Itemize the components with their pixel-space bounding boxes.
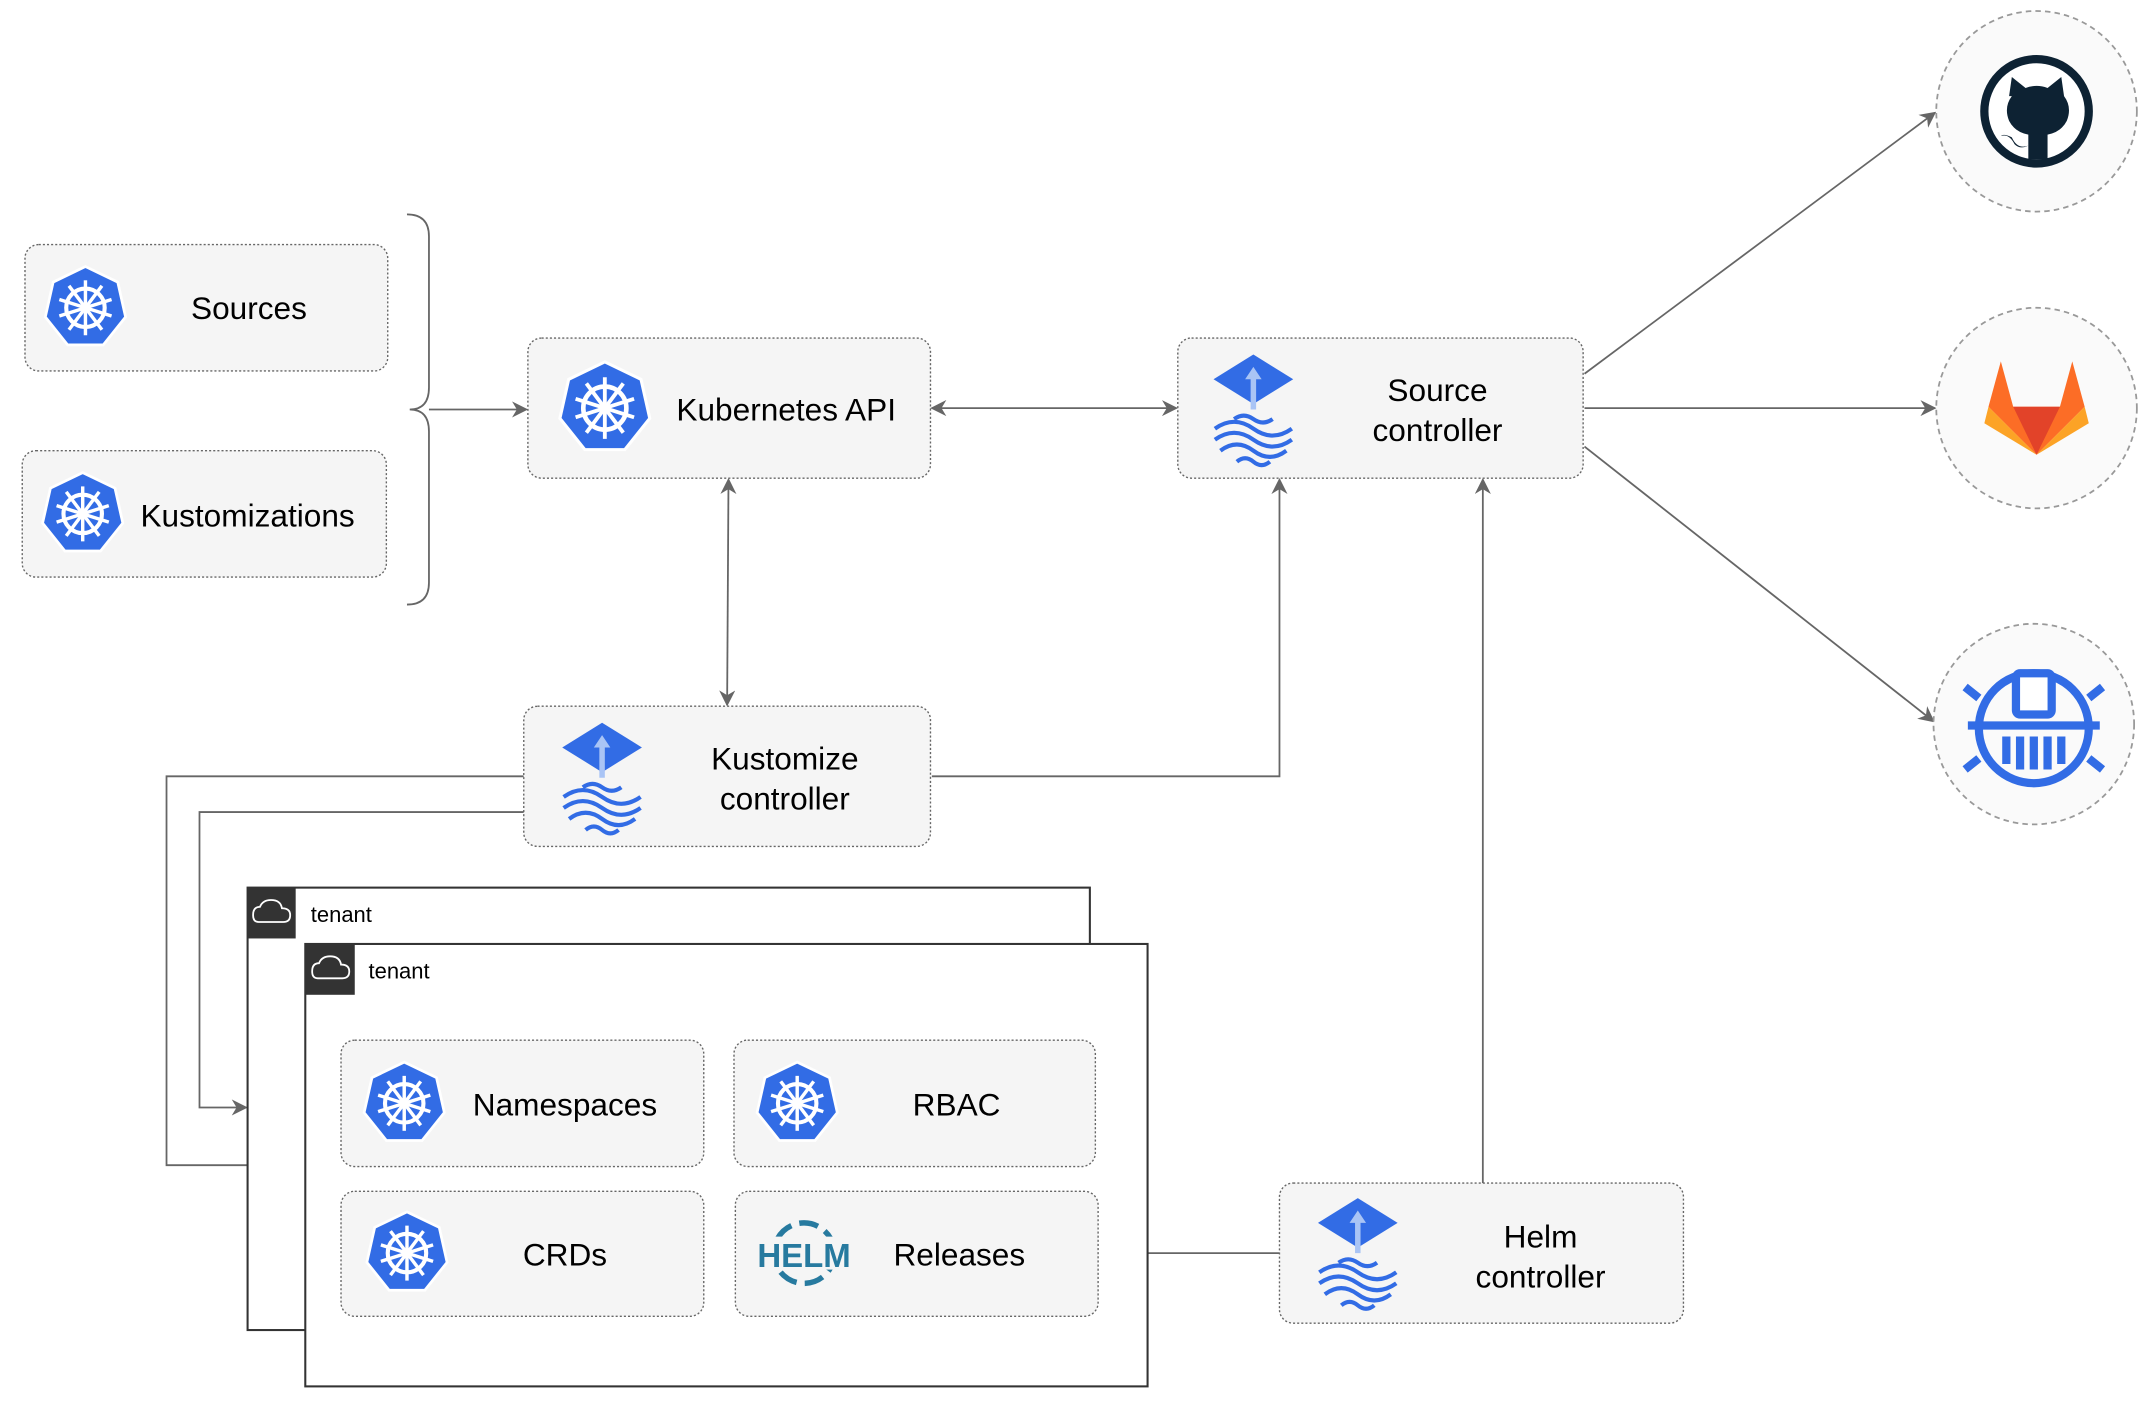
node-kubernetes-api[interactable]: Kubernetes API xyxy=(527,337,932,479)
cloud-icon xyxy=(311,955,351,980)
cloud-icon xyxy=(252,899,292,923)
registry-node[interactable] xyxy=(1932,622,2136,826)
edge-source-to-registry xyxy=(1583,445,1935,723)
github-icon xyxy=(1980,54,2093,168)
harbor-registry-icon xyxy=(1962,669,2106,788)
svg-text:controller: controller xyxy=(1476,1258,1606,1294)
svg-text:Kustomizations: Kustomizations xyxy=(140,497,354,533)
svg-text:RBAC: RBAC xyxy=(913,1087,1001,1123)
svg-text:Namespaces: Namespaces xyxy=(473,1087,657,1123)
edge-api-kustomize-controller xyxy=(719,477,737,707)
tenant-header xyxy=(305,943,355,995)
node-rbac[interactable]: RBAC xyxy=(733,1039,1097,1168)
svg-text:Source: Source xyxy=(1387,372,1487,408)
node-kustomizations[interactable]: Kustomizations xyxy=(21,449,388,578)
svg-text:CRDs: CRDs xyxy=(523,1236,607,1272)
edge-kustomize-to-source xyxy=(931,477,1288,778)
node-helm-controller[interactable]: Helm controller xyxy=(1278,1182,1685,1324)
node-source-controller[interactable]: Source controller xyxy=(1177,337,1584,479)
node-crds[interactable]: CRDs xyxy=(340,1190,705,1318)
node-sources[interactable]: Sources xyxy=(24,243,389,372)
svg-text:controller: controller xyxy=(720,780,850,816)
edge-kustomize-to-tenant-back xyxy=(198,811,524,1116)
edges xyxy=(165,111,1937,1262)
grouping-brace xyxy=(406,213,430,606)
gitlab-icon xyxy=(1984,361,2089,455)
helm-icon: HELM xyxy=(754,1220,854,1287)
node-namespaces[interactable]: Namespaces xyxy=(340,1039,705,1168)
gitlab-node[interactable] xyxy=(1935,306,2138,510)
edge-kustomize-to-tenant-front xyxy=(165,775,524,1174)
svg-text:Kubernetes API: Kubernetes API xyxy=(676,391,896,427)
node-releases[interactable]: HELM Releases xyxy=(734,1190,1099,1318)
svg-text:Helm: Helm xyxy=(1504,1219,1578,1255)
node-kustomize-controller[interactable]: Kustomize controller xyxy=(523,705,932,848)
svg-text:Releases: Releases xyxy=(893,1236,1025,1272)
svg-text:HELM: HELM xyxy=(757,1237,850,1274)
github-node[interactable] xyxy=(1935,10,2138,213)
svg-text:tenant: tenant xyxy=(369,958,430,983)
svg-text:tenant: tenant xyxy=(311,902,372,927)
svg-text:controller: controller xyxy=(1373,412,1503,448)
edge-source-to-github xyxy=(1583,111,1937,375)
svg-text:Kustomize: Kustomize xyxy=(711,740,858,776)
tenant-header xyxy=(247,887,296,939)
svg-text:Sources: Sources xyxy=(191,290,307,326)
